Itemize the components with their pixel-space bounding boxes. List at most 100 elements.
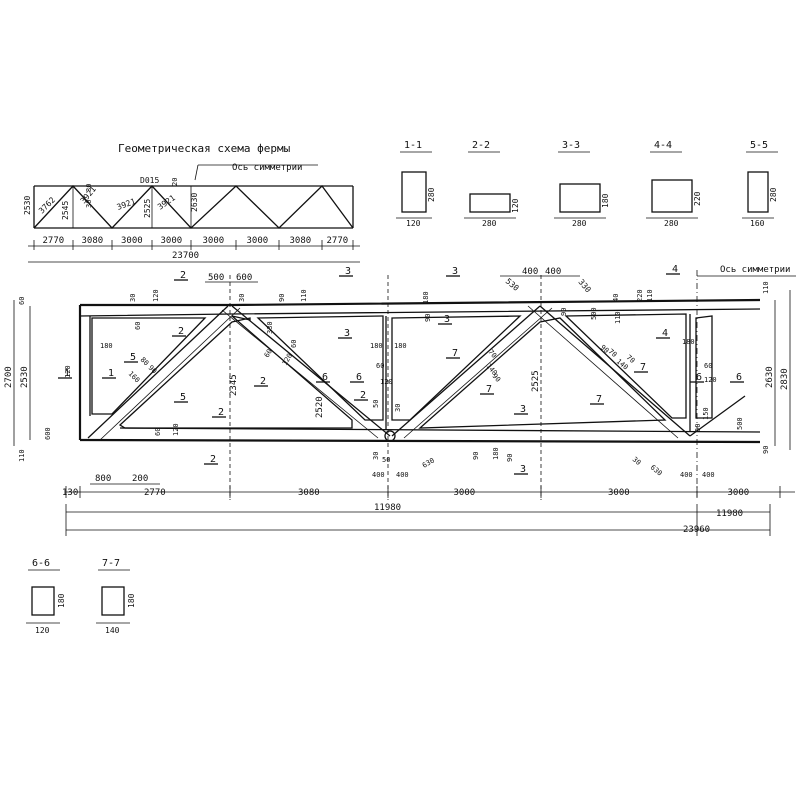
scheme-span-label: 3080 [82, 236, 104, 246]
scheme-span-label: 3080 [290, 236, 312, 246]
section-width: 140 [105, 626, 120, 635]
bottom-dim-label: 130 [62, 488, 78, 498]
scheme-title: Геометрическая схема фермы [118, 142, 291, 155]
diagonal-2b [221, 309, 379, 439]
scheme-d5: 2525 [143, 199, 152, 218]
scheme-v30b: 30 [85, 200, 93, 208]
height-inner: 2530 [20, 366, 30, 388]
cut-mark-label: 7 [596, 394, 602, 405]
node-dim-label: 500 [736, 417, 744, 430]
top-right-530: 530 [504, 277, 521, 293]
node-hole-icon [384, 430, 396, 442]
node-dim-label: 90 [599, 343, 611, 355]
scheme-total: 23700 [172, 251, 199, 261]
height-right-outer: 2830 [780, 368, 790, 390]
geometric-scheme: Геометрическая схема фермы Ось симметрии… [23, 142, 360, 263]
cut-mark-label: 7 [486, 384, 492, 395]
section-height: 220 [693, 191, 702, 206]
section-rect [101, 586, 125, 616]
scheme-h-mid: 2630 [190, 193, 199, 212]
opening-7 [695, 315, 713, 419]
main-symmetry-label: Ось симметрии [720, 265, 790, 275]
node-dim-label: 180 [682, 338, 695, 346]
top-right-330: 330 [576, 278, 592, 295]
section-title: 5-5 [750, 140, 768, 151]
section-width: 280 [664, 219, 679, 228]
node-dim-label: 400 [372, 471, 385, 479]
node-dim-label: 160 [127, 370, 142, 385]
section-width: 120 [35, 626, 50, 635]
node-dim-label: 400 [396, 471, 409, 479]
node-dim-label: 120 [152, 289, 160, 302]
scheme-span-label: 3000 [203, 236, 225, 246]
bottom-dim-label: 2770 [144, 488, 166, 498]
node-dim-label: 180 [394, 342, 407, 350]
total-span: 23960 [683, 525, 710, 535]
cut-mark-label: 6 [736, 372, 742, 383]
cut-mark-label: 7 [452, 348, 458, 359]
node-dim-label: 80 [139, 356, 151, 368]
cut-mark-label: 3 [520, 464, 526, 475]
top-right-400a: 400 [522, 267, 538, 277]
node-dim-label: 30 [394, 404, 402, 412]
node-dim-label: 60 [704, 362, 712, 370]
node-dim-label: 50 [694, 424, 702, 432]
node-dim-label: 120 [64, 365, 72, 378]
node-dim-label: 120 [704, 376, 717, 384]
section-rect [401, 171, 427, 213]
node-dim-label: 70 [625, 353, 637, 365]
node-dim-label: 110 [762, 281, 770, 294]
diagonal-4b [527, 305, 679, 439]
node-dim-label: 30 [238, 294, 246, 302]
opening-1 [91, 317, 207, 415]
cut-mark-label: 3 [452, 266, 458, 277]
node-dim-label: 90 [560, 308, 568, 316]
left-dim-800: 800 [95, 474, 111, 484]
section-width: 120 [406, 219, 421, 228]
top-dim-500: 500 [208, 273, 224, 283]
scheme-span-label: 3000 [161, 236, 183, 246]
height-2525: 2525 [531, 370, 541, 392]
height-2520: 2520 [315, 396, 325, 418]
scheme-span-label: 3000 [121, 236, 143, 246]
node-dim-label: 630 [649, 463, 664, 477]
node-dim-label: 400 [680, 471, 693, 479]
section-title: 3-3 [562, 140, 580, 151]
bottom-dim-label: 3000 [608, 488, 630, 498]
section-rect [469, 193, 511, 213]
node-dim-label: 30 [631, 455, 643, 467]
section-rect [651, 179, 693, 213]
section-height: 180 [57, 593, 66, 608]
cut-mark-label: 4 [662, 328, 668, 339]
node-dim-label: 120 [172, 423, 180, 436]
node-dim-label: 60 [18, 297, 26, 305]
scheme-d2: 2545 [61, 201, 70, 220]
symmetry-leader-tail [194, 164, 199, 181]
cut-mark-label: 5 [130, 352, 136, 363]
section-title: 6-6 [32, 558, 50, 569]
node-dim-label: 90 [506, 454, 514, 462]
node-dim-label: 180 [370, 342, 383, 350]
cut-mark-label: 6 [696, 372, 702, 383]
top-chord-outer [80, 298, 761, 307]
truss-elevation: Ось симметрии 2700 2530 2345 2520 2525 2… [4, 264, 796, 536]
height-right: 2630 [765, 366, 775, 388]
node-dim-label: 90 [424, 314, 432, 322]
node-dim-label: 70 [486, 348, 498, 360]
opening-6 [564, 313, 687, 419]
sections-top-row: 1-12801202-21202803-31802804-42202805-52… [396, 140, 778, 228]
node-dim-label: 220 [636, 289, 644, 302]
section-height: 280 [427, 187, 436, 202]
top-chord-inner [79, 308, 761, 317]
diagonal-1a [87, 305, 229, 439]
node-dim-label: 600 [44, 427, 52, 440]
node-dim-label: 630 [421, 456, 436, 469]
bottom-dim-label: 3000 [454, 488, 476, 498]
scheme-span-label: 2770 [327, 236, 349, 246]
node-dim-label: 50 [382, 456, 390, 464]
cut-mark-label: 2 [360, 390, 366, 401]
